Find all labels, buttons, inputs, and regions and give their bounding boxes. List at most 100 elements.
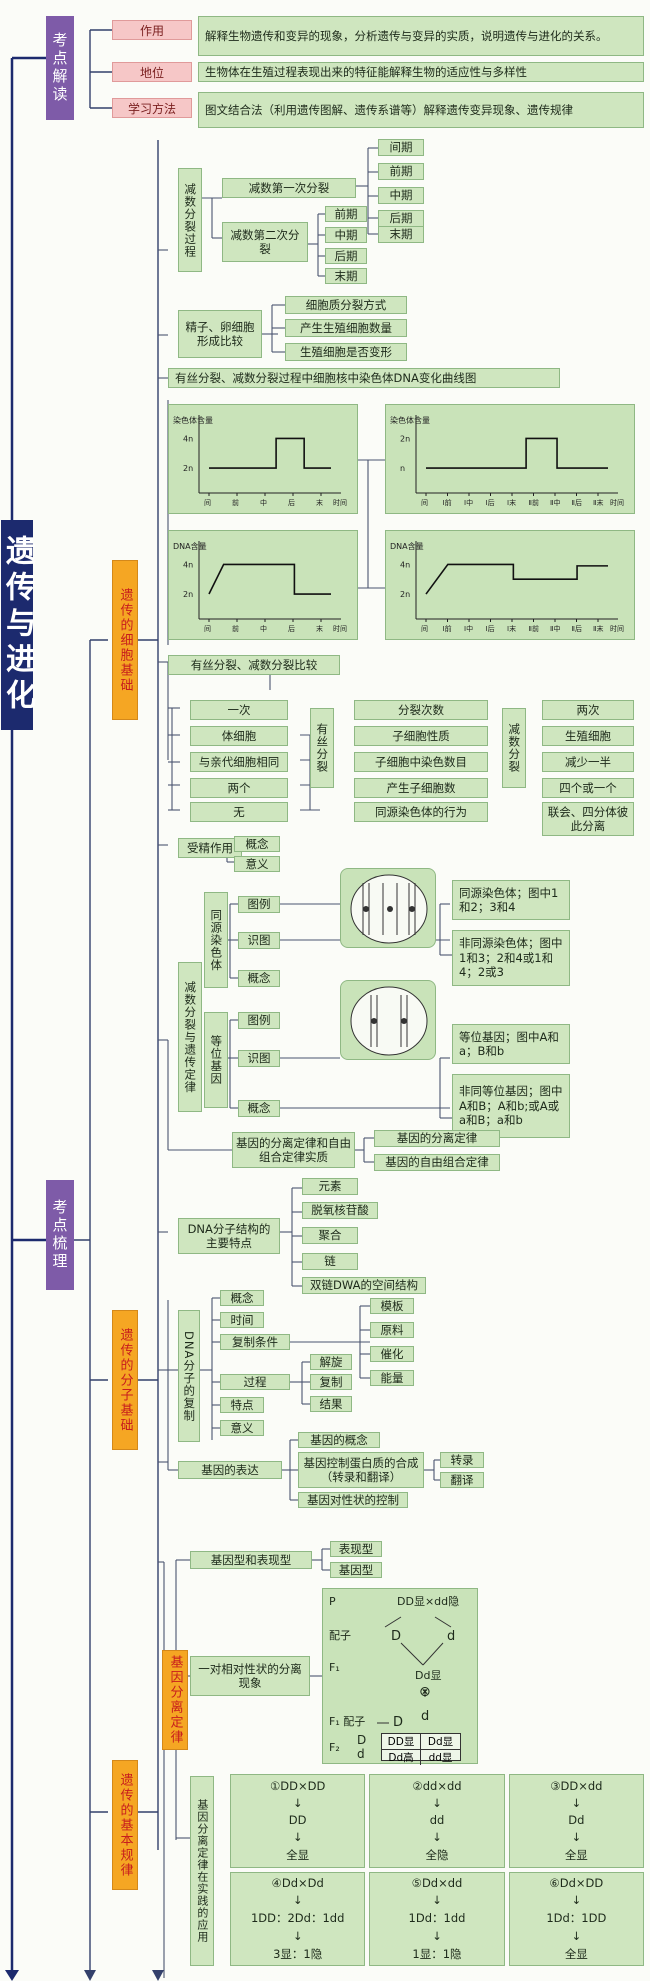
cross-f2-d: d (357, 1747, 365, 1761)
cross-formula: ⑥Dd×DD (549, 1876, 604, 1891)
mitosis-cell: 体细胞 (190, 726, 288, 746)
self-cross-icon: ⊗ (419, 1684, 431, 1700)
sperm-egg-item: 细胞质分裂方式 (285, 296, 407, 314)
down-arrow-icon: ↓ (432, 1893, 442, 1908)
x-tick-label: Ⅰ前 (443, 498, 452, 507)
tag-kaodian-jiedu: 考点解读 (46, 16, 74, 120)
curve-title: 有丝分裂、减数分裂过程中细胞核中染色体DNA变化曲线图 (168, 368, 560, 388)
down-arrow-icon: ↓ (571, 1830, 582, 1845)
allele-b: 非同等位基因；图中A和B；A和b;或A或a和B；a和b (452, 1074, 570, 1138)
cross-p: P (329, 1595, 336, 1608)
application-cell: ①DD×DD↓DD↓全显 (230, 1774, 366, 1868)
down-arrow-icon: ↓ (292, 1830, 303, 1845)
compare-row: 分裂次数 (354, 700, 488, 720)
cross-d-big: D (391, 1629, 402, 1644)
compare-title: 有丝分裂、减数分裂比较 (168, 655, 340, 675)
meiosis-second: 减数第二次分裂 (222, 222, 308, 262)
cross-f1-d: d (421, 1709, 430, 1724)
compare-row: 子细胞中染色数目 (354, 752, 488, 772)
allele-illustration (340, 980, 436, 1060)
x-axis-label: 时间 (610, 624, 624, 633)
dna-rep-root: DNA分子的复制 (178, 1310, 200, 1442)
phenotype-ratio: 全隐 (425, 1848, 449, 1863)
rep-item: 复制条件 (220, 1334, 290, 1350)
phenotype-ratio: 全显 (286, 1848, 310, 1863)
essence-item: 基因的自由组合定律 (374, 1154, 500, 1171)
chart-mitosis-dna-svg: DNA含量4n2n间前中后末时间 (173, 541, 347, 633)
y-tick-label: 2n (183, 464, 193, 473)
down-arrow-icon: ↓ (292, 1893, 303, 1908)
proc-item: 解旋 (310, 1354, 352, 1370)
down-arrow-icon: ↓ (432, 1928, 442, 1943)
homo-root: 同源染色体 (204, 892, 228, 988)
second-item: 末期 (325, 268, 367, 284)
cross-formula: ③DD×dd (550, 1778, 603, 1793)
intro-label-fangfa: 学习方法 (112, 98, 192, 118)
series-line (426, 437, 608, 469)
tag-kaodian-shuli: 考点梳理 (46, 1180, 74, 1290)
genotype-ratio: Dd (568, 1812, 585, 1827)
meiosis-label: 减数分裂 (502, 708, 526, 788)
fert-item: 概念 (234, 836, 280, 852)
expr-item: 基因控制蛋白质的合成（转录和翻译） (298, 1452, 424, 1488)
intro-text-diwei: 生物体在生殖过程表现出来的特征能解释生物的适应性与多样性 (198, 62, 644, 82)
y-tick-label: 4n (183, 560, 193, 569)
dna-item: 聚合 (302, 1227, 358, 1244)
x-tick-label: Ⅰ末 (507, 624, 516, 633)
dna-item: 链 (302, 1253, 358, 1270)
punnett-cell: DD显 (382, 1734, 421, 1750)
sperm-egg-item: 产生生殖细胞数量 (285, 319, 407, 337)
y-tick-label: n (400, 464, 405, 473)
genotype-ratio: dd (429, 1812, 445, 1827)
application-cell: ⑥Dd×DD↓1Dd：1DD↓全显 (508, 1872, 644, 1966)
cross-arrows (377, 1616, 452, 1724)
intro-text-fangfa: 图文结合法（利用遗传图解、遗传系谱等）解释遗传变异现象、遗传规律 (198, 92, 644, 128)
first-item: 中期 (378, 187, 424, 204)
down-arrow-icon: ↓ (292, 1928, 303, 1943)
punnett-square: DD显 Dd显 Dd高 dd显 (381, 1733, 461, 1765)
x-tick-label: 末 (316, 624, 323, 633)
cross-gamete: 配子 (329, 1629, 351, 1642)
proc-item: 复制 (310, 1374, 352, 1390)
x-tick-label: Ⅱ中 (550, 498, 560, 507)
meiosis-cell: 减少一半 (542, 752, 634, 772)
x-tick-label: Ⅱ前 (529, 498, 539, 507)
second-item: 后期 (325, 248, 367, 264)
y-axis-label: DNA含量 (390, 541, 424, 551)
cond-item: 催化 (370, 1346, 414, 1362)
series-line (209, 437, 331, 469)
cross-f1-gamete: F₁ 配子 (329, 1715, 366, 1728)
cross-f2-D: D (357, 1733, 367, 1747)
down-arrow-icon: ↓ (432, 1795, 442, 1810)
section-cell-basis: 遗传的细胞基础 (112, 560, 138, 720)
proc-item: 结果 (310, 1396, 352, 1412)
down-arrow-icon: ↓ (571, 1928, 582, 1943)
mitosis-cell: 与亲代细胞相同 (190, 752, 288, 772)
rep-item: 特点 (220, 1397, 264, 1413)
main-title: 遗传与进化 (0, 520, 35, 730)
pair-root: 一对相对性状的分离现象 (190, 1656, 310, 1696)
first-item: 末期 (378, 226, 424, 243)
mitosis-cell: 无 (190, 802, 288, 822)
rep-item: 概念 (220, 1290, 264, 1306)
x-tick-label: Ⅰ前 (443, 624, 452, 633)
x-tick-label: 后 (288, 624, 295, 633)
essence-root: 基因的分离定律和自由组合定律实质 (232, 1132, 355, 1168)
cross-diagram: P DD显×dd隐 配子 D d F₁ Dd显 ⊗ F₁ 配子 D d F₂ D… (322, 1588, 478, 1765)
meiosis-cell: 四个或一个 (542, 778, 634, 798)
dna-item: 双链DWA的空间结构 (302, 1277, 426, 1294)
mitosis-cell: 一次 (190, 700, 288, 720)
essence-item: 基因的分离定律 (374, 1130, 500, 1147)
cross-parent: DD显×dd隐 (397, 1595, 460, 1608)
expr-sub: 转录 (440, 1452, 484, 1468)
first-item: 前期 (378, 163, 424, 180)
genotype-ratio: 1Dd：1dd (408, 1910, 466, 1925)
first-item: 间期 (378, 139, 424, 156)
y-tick-label: 2n (400, 434, 410, 443)
rep-item: 过程 (220, 1374, 290, 1390)
x-tick-label: 后 (288, 498, 295, 507)
